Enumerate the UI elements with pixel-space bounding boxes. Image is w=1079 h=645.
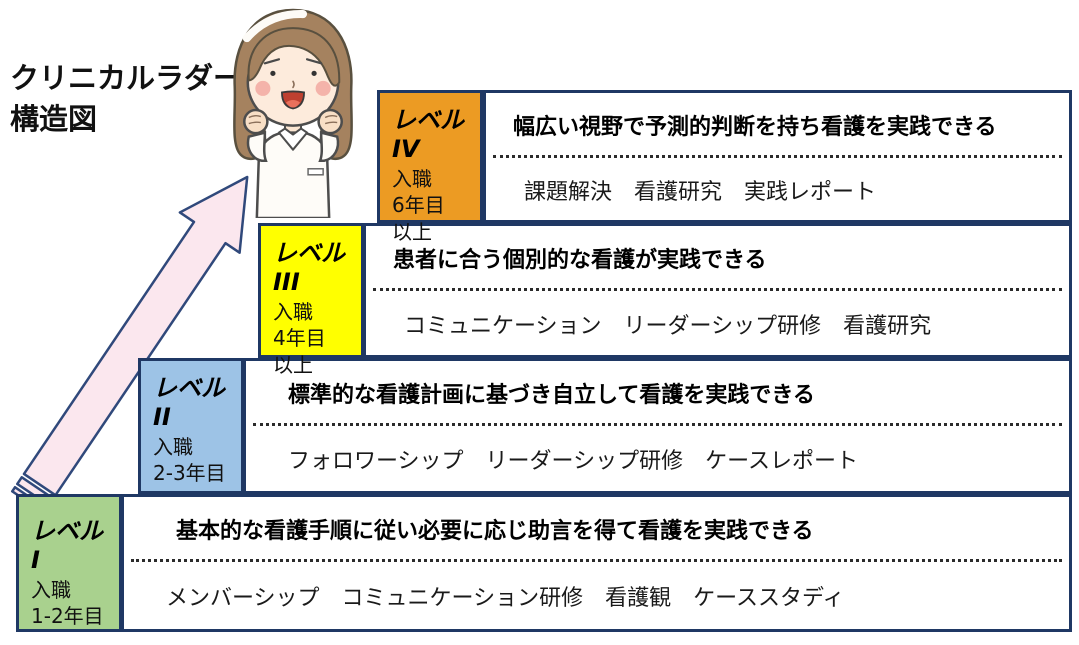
level-2-trainings-zone: フォロワーシップ リーダーシップ研修 ケースレポート	[246, 427, 1069, 491]
level-2-dotted-separator	[253, 423, 1062, 426]
nurse-eye-right	[311, 70, 317, 76]
level-3-trainings-zone: コミュニケーション リーダーシップ研修 看護研究	[366, 292, 1069, 355]
page-title-line2: 構造図	[10, 102, 98, 137]
nurse-eyebrow-left	[263, 58, 281, 65]
level-1-trainings: メンバーシップ コミュニケーション研修 看護観 ケーススタディ	[166, 586, 845, 611]
level-2-trainings: フォロワーシップ リーダーシップ研修 ケースレポート	[288, 449, 859, 474]
level-1-entry-line1: 入職	[31, 578, 71, 602]
level-1-label-box: レベル I 入職 1-2年目	[16, 494, 122, 632]
level-4-trainings-zone: 課題解決 看護研究 実践レポート	[486, 159, 1069, 220]
nurse-fist-right	[317, 108, 343, 135]
nurse-sleeve-right	[318, 130, 340, 162]
nurse-blush-left	[255, 80, 271, 96]
level-4-entry-line3: 以上	[392, 219, 432, 244]
level-1-description: 基本的な看護手順に従い必要に応じ助言を得て看護を実践できる	[176, 519, 814, 544]
level-4-entry-line1: 入職	[392, 167, 432, 191]
level-3-title: レベルIII	[273, 239, 345, 296]
level-3-entry-line2: 4年目	[273, 326, 326, 351]
level-4-dotted-separator	[493, 155, 1062, 158]
level-3-description: 患者に合う個別的な看護が実践できる	[393, 248, 767, 273]
nurse-nose	[292, 80, 295, 89]
level-1-dotted-separator	[131, 559, 1062, 562]
nurse-fist-left-lines	[248, 115, 262, 125]
level-4-entry-line2: 6年目	[392, 193, 445, 218]
level-1-content-box: 基本的な看護手順に従い必要に応じ助言を得て看護を実践できる メンバーシップ コミ…	[121, 494, 1072, 632]
page-title: クリニカルラダー 構造図	[10, 58, 242, 140]
level-3-entry-line1: 入職	[273, 300, 313, 324]
nurse-blush-right	[315, 80, 331, 96]
level-3-content-box: 患者に合う個別的な看護が実践できる コミュニケーション リーダーシップ研修 看護…	[363, 223, 1072, 358]
level-1-trainings-zone: メンバーシップ コミュニケーション研修 看護観 ケーススタディ	[124, 563, 1069, 629]
nurse-eyebrow-right	[305, 58, 323, 65]
level-3-description-zone: 患者に合う個別的な看護が実践できる	[366, 226, 1069, 290]
nurse-cheering-illustration	[233, 8, 353, 218]
level-1-entry-line2: 1-2年目	[31, 604, 104, 629]
nurse-pocket	[307, 168, 324, 176]
level-2-content-box: 標準的な看護計画に基づき自立して看護を実践できる フォロワーシップ リーダーシッ…	[243, 358, 1072, 494]
page-title-line1: クリニカルラダー	[10, 61, 243, 95]
level-3-entry-line3: 以上	[273, 352, 313, 377]
nurse-fist-right-lines	[324, 115, 338, 125]
level-4-trainings: 課題解決 看護研究 実践レポート	[524, 179, 877, 205]
level-4-description: 幅広い視野で予測的判断を持ち看護を実践できる	[513, 115, 997, 140]
level-2-description-zone: 標準的な看護計画に基づき自立して看護を実践できる	[246, 361, 1069, 425]
nurse-collar	[277, 127, 309, 151]
level-4-description-zone: 幅広い視野で予測的判断を持ち看護を実践できる	[486, 93, 1069, 157]
level-2-title: レベルII	[153, 374, 225, 431]
level-2-label-box: レベルII 入職 2-3年目	[138, 358, 244, 494]
nurse-bangs	[247, 27, 341, 87]
level-2-entry-line1: 入職	[153, 435, 193, 459]
level-2-entry-line2: 2-3年目	[153, 461, 226, 486]
nurse-sleeve-left	[246, 130, 268, 162]
level-4-title: レベルIV	[392, 106, 464, 163]
level-2-description: 標準的な看護計画に基づき自立して看護を実践できる	[288, 383, 815, 408]
nurse-headband	[242, 10, 308, 43]
level-3-dotted-separator	[373, 288, 1062, 291]
nurse-eye-left	[270, 70, 276, 76]
level-4-content-box: 幅広い視野で予測的判断を持ち看護を実践できる 課題解決 看護研究 実践レポート	[483, 90, 1072, 223]
level-3-trainings: コミュニケーション リーダーシップ研修 看護研究	[404, 313, 932, 339]
nurse-tongue	[285, 99, 301, 108]
level-3-label-box: レベルIII 入職 4年目 以上	[258, 223, 364, 377]
level-1-description-zone: 基本的な看護手順に従い必要に応じ助言を得て看護を実践できる	[124, 497, 1069, 561]
level-4-label-box: レベルIV 入職 6年目 以上	[377, 90, 483, 244]
level-1-title: レベル I	[31, 517, 103, 574]
